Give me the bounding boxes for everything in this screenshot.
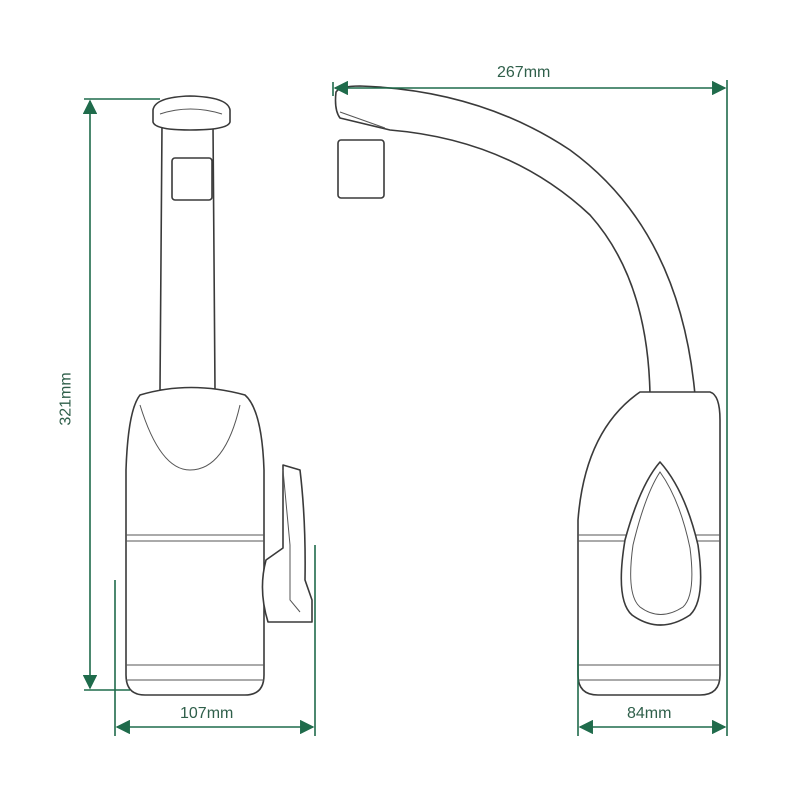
side-aerator (171, 157, 213, 201)
label-267mm: 267mm (497, 64, 551, 81)
label-107mm: 107mm (180, 705, 234, 722)
front-teardrop-handle (620, 461, 702, 626)
side-handle-lever (261, 464, 313, 623)
front-view-faucet (334, 85, 721, 696)
side-spout-head (152, 95, 231, 131)
label-84mm: 84mm (627, 705, 672, 722)
front-spout (334, 85, 696, 396)
side-view-faucet (125, 95, 313, 696)
front-aerator (337, 139, 385, 199)
dimension-lines (82, 80, 728, 736)
label-321mm: 321mm (57, 372, 75, 426)
